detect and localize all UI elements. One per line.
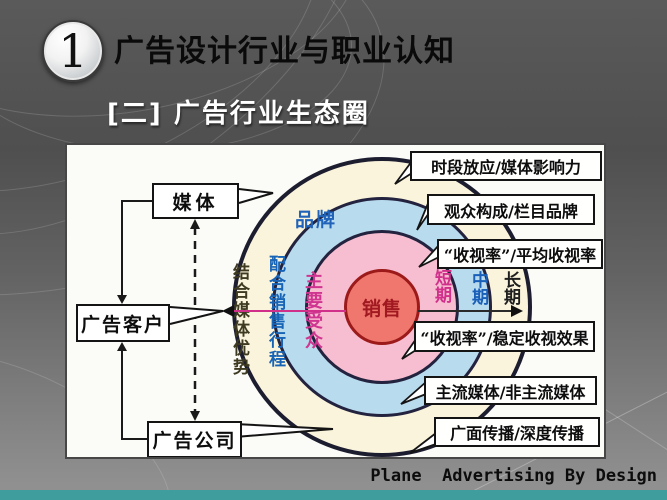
- term-label-mid: 中期: [468, 271, 488, 305]
- center-sales-label: 销售: [361, 297, 402, 320]
- box-media: 媒体: [152, 183, 239, 219]
- brand-label: 品牌: [295, 209, 338, 231]
- axis-arrow-right: [511, 305, 523, 317]
- page-subtitle: [二] 广告行业生态圈: [107, 99, 370, 129]
- agency-callout-tail: [234, 423, 334, 438]
- box-ad-client: 广告客户: [76, 304, 170, 342]
- axis-arrow-left: [222, 305, 234, 317]
- media-callout-tail: [238, 188, 274, 204]
- callout-tail-5: [400, 381, 427, 405]
- ring-label-media-advantage: 结合媒体优势: [229, 263, 249, 377]
- arrow-into-client-top: [117, 295, 127, 304]
- callout-tail-1: [394, 160, 413, 185]
- client-callout-tail: [169, 306, 224, 325]
- callout-tail-3: [418, 244, 440, 268]
- dashed-arrow-down: [190, 411, 200, 421]
- footer-credit: Plane Advertising By Design: [370, 466, 657, 486]
- chapter-number-badge: 1: [42, 20, 104, 82]
- callout-box-timeslot-effect: 时段放应/媒体影响力: [410, 151, 602, 181]
- bottom-accent-bar: [0, 490, 667, 500]
- page-title: 广告设计行业与职业认知: [114, 34, 455, 69]
- connector-lines-and-arrows: [117, 160, 523, 454]
- callout-tail-6: [409, 432, 437, 454]
- callout-box-stable-ratings: “收视率”/稳定收视效果: [414, 321, 595, 352]
- callout-tail-4: [401, 338, 417, 360]
- callout-box-audience-composition: 观众构成/栏目品牌: [427, 194, 595, 225]
- callout-box-mainstream-media: 主流媒体/非主流媒体: [424, 376, 597, 405]
- chapter-number: 1: [58, 24, 88, 78]
- callout-box-average-ratings: “收视率”/平均收视率: [437, 239, 603, 269]
- term-label-long: 长期: [500, 271, 520, 305]
- center-sales-circle: 销售: [344, 269, 420, 345]
- callout-box-broad-deep-spread: 广面传播/深度传播: [434, 417, 600, 447]
- dashed-arrow-up: [190, 219, 200, 229]
- callout-tail-2: [416, 200, 430, 231]
- box-ad-agency: 广告公司: [147, 421, 242, 457]
- diagram-panel: 结合媒体优势 配合销售行程 主要受众 品牌: [65, 143, 606, 459]
- term-label-short: 短期: [431, 269, 451, 303]
- arrow-into-client-bottom: [117, 342, 127, 351]
